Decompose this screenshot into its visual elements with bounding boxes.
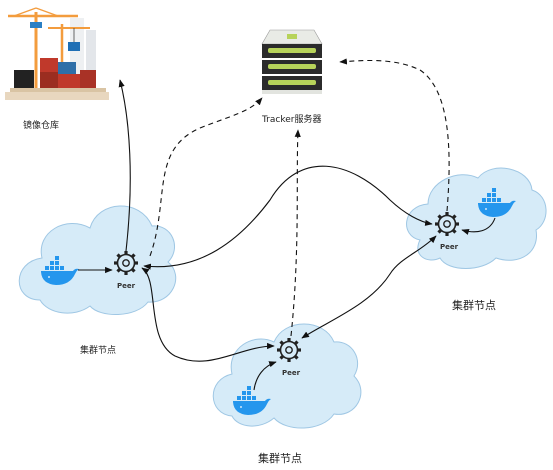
- cloud-right-icon: [406, 167, 547, 269]
- peer-bottom-label: Peer: [282, 369, 301, 377]
- edge-bottom-peer-to-tracker: [290, 129, 301, 337]
- registry-crane-icon: [5, 7, 109, 100]
- cluster-left-label: 集群节点: [80, 346, 117, 356]
- peer-right-label: Peer: [440, 243, 459, 251]
- edge-left-peer-to-registry: [118, 79, 131, 252]
- edge-left-bottom-peers: [141, 267, 275, 362]
- edge-bottom-whale-to-peer: [253, 361, 277, 391]
- edge-left-peer-to-tracker: [149, 97, 263, 257]
- tracker-server-icon: [261, 29, 323, 94]
- peer-left-label: Peer: [117, 282, 136, 290]
- tracker-label: Tracker服务器: [262, 115, 322, 125]
- registry-label: 镜像仓库: [23, 121, 60, 131]
- edge-right-whale-to-peer: [461, 217, 496, 235]
- edge-right-peer-to-tracker: [339, 58, 450, 212]
- edge-left-right-peers: [143, 165, 433, 270]
- cluster-bottom-label: 集群节点: [258, 452, 302, 465]
- cluster-right-label: 集群节点: [452, 299, 496, 312]
- edge-right-bottom-peers: [301, 235, 437, 339]
